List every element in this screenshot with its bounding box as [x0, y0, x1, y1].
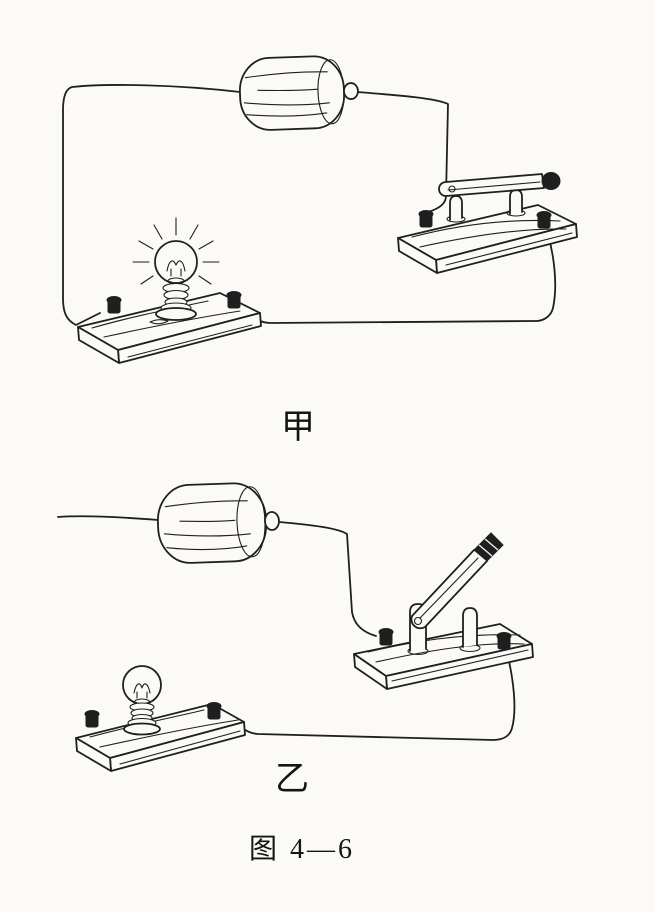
- binding-post-icon: [496, 632, 512, 650]
- switch-lever: [410, 549, 488, 630]
- battery-terminal: [264, 511, 280, 531]
- switch-bracket: [449, 195, 463, 221]
- binding-post-icon: [84, 710, 100, 728]
- circuit-top-label: 甲: [281, 409, 315, 446]
- binding-post-icon: [206, 702, 222, 720]
- binding-post-icon: [226, 291, 242, 309]
- binding-post-icon: [378, 628, 394, 646]
- lamp-board: [77, 217, 262, 364]
- switch-contact-bracket: [462, 607, 478, 648]
- battery-icon: [157, 482, 280, 564]
- switch-lever: [438, 173, 545, 197]
- figure-caption: 图 4—6: [249, 834, 355, 865]
- circuit-bottom-label: 乙: [275, 761, 309, 798]
- switch-closed-icon: [438, 172, 561, 223]
- battery-terminal: [343, 82, 359, 100]
- switch-open-icon: [407, 532, 504, 656]
- switch-board: [353, 532, 534, 690]
- binding-post-icon: [536, 211, 552, 229]
- wire-battery-to-switch: [278, 521, 377, 637]
- bulb-icon: [122, 665, 162, 736]
- light-rays: [132, 217, 220, 285]
- switch-knob: [541, 172, 561, 190]
- lamp-board: [75, 665, 246, 772]
- bulb-icon: [132, 217, 220, 321]
- wire-battery-left: [57, 515, 159, 521]
- binding-post-icon: [106, 296, 122, 314]
- circuit-bottom: 乙: [57, 482, 534, 798]
- battery-icon: [239, 55, 359, 131]
- filament: [133, 683, 151, 694]
- wire-battery-to-lamp: [62, 84, 241, 326]
- filament: [166, 260, 186, 272]
- switch-board: [397, 172, 578, 274]
- switch-bracket: [509, 189, 523, 215]
- binding-post-icon: [418, 210, 434, 228]
- circuit-top: 甲: [62, 55, 578, 446]
- wire-battery-to-switch: [356, 91, 449, 213]
